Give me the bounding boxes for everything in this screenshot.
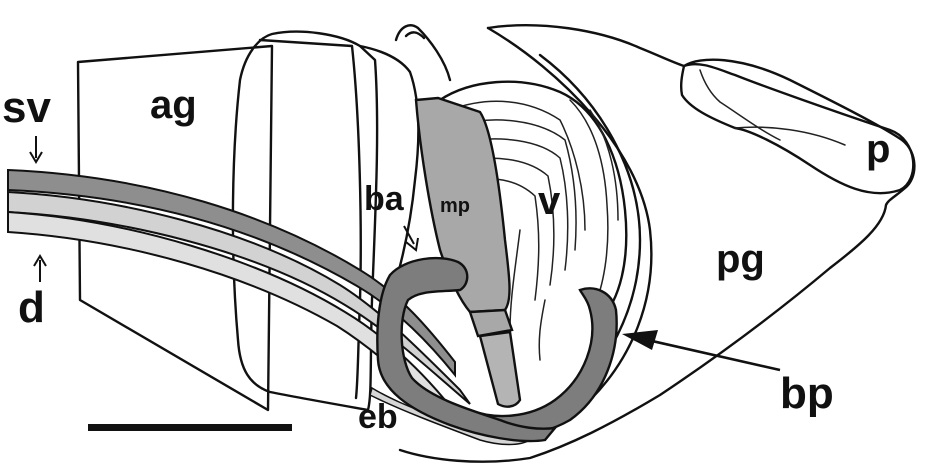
label-eb: eb: [358, 398, 398, 436]
sv-arrow: [30, 136, 42, 162]
label-pg: pg: [716, 237, 765, 281]
label-d: d: [18, 283, 45, 332]
label-v: v: [538, 179, 561, 223]
scale-bar: [88, 424, 292, 431]
small-tube: [396, 25, 450, 80]
label-bp: bp: [780, 369, 834, 418]
label-sv: sv: [2, 83, 51, 132]
mp-stalk: [480, 332, 520, 407]
label-mp: mp: [440, 195, 470, 217]
label-ba: ba: [364, 180, 405, 218]
d-arrow: [34, 256, 46, 282]
label-p: p: [866, 127, 890, 171]
bp-arrow: [622, 330, 780, 370]
middle-ring-inner: [260, 40, 361, 398]
small-tube-2: [406, 32, 424, 38]
label-ag: ag: [150, 83, 197, 127]
p-inner: [735, 127, 845, 145]
